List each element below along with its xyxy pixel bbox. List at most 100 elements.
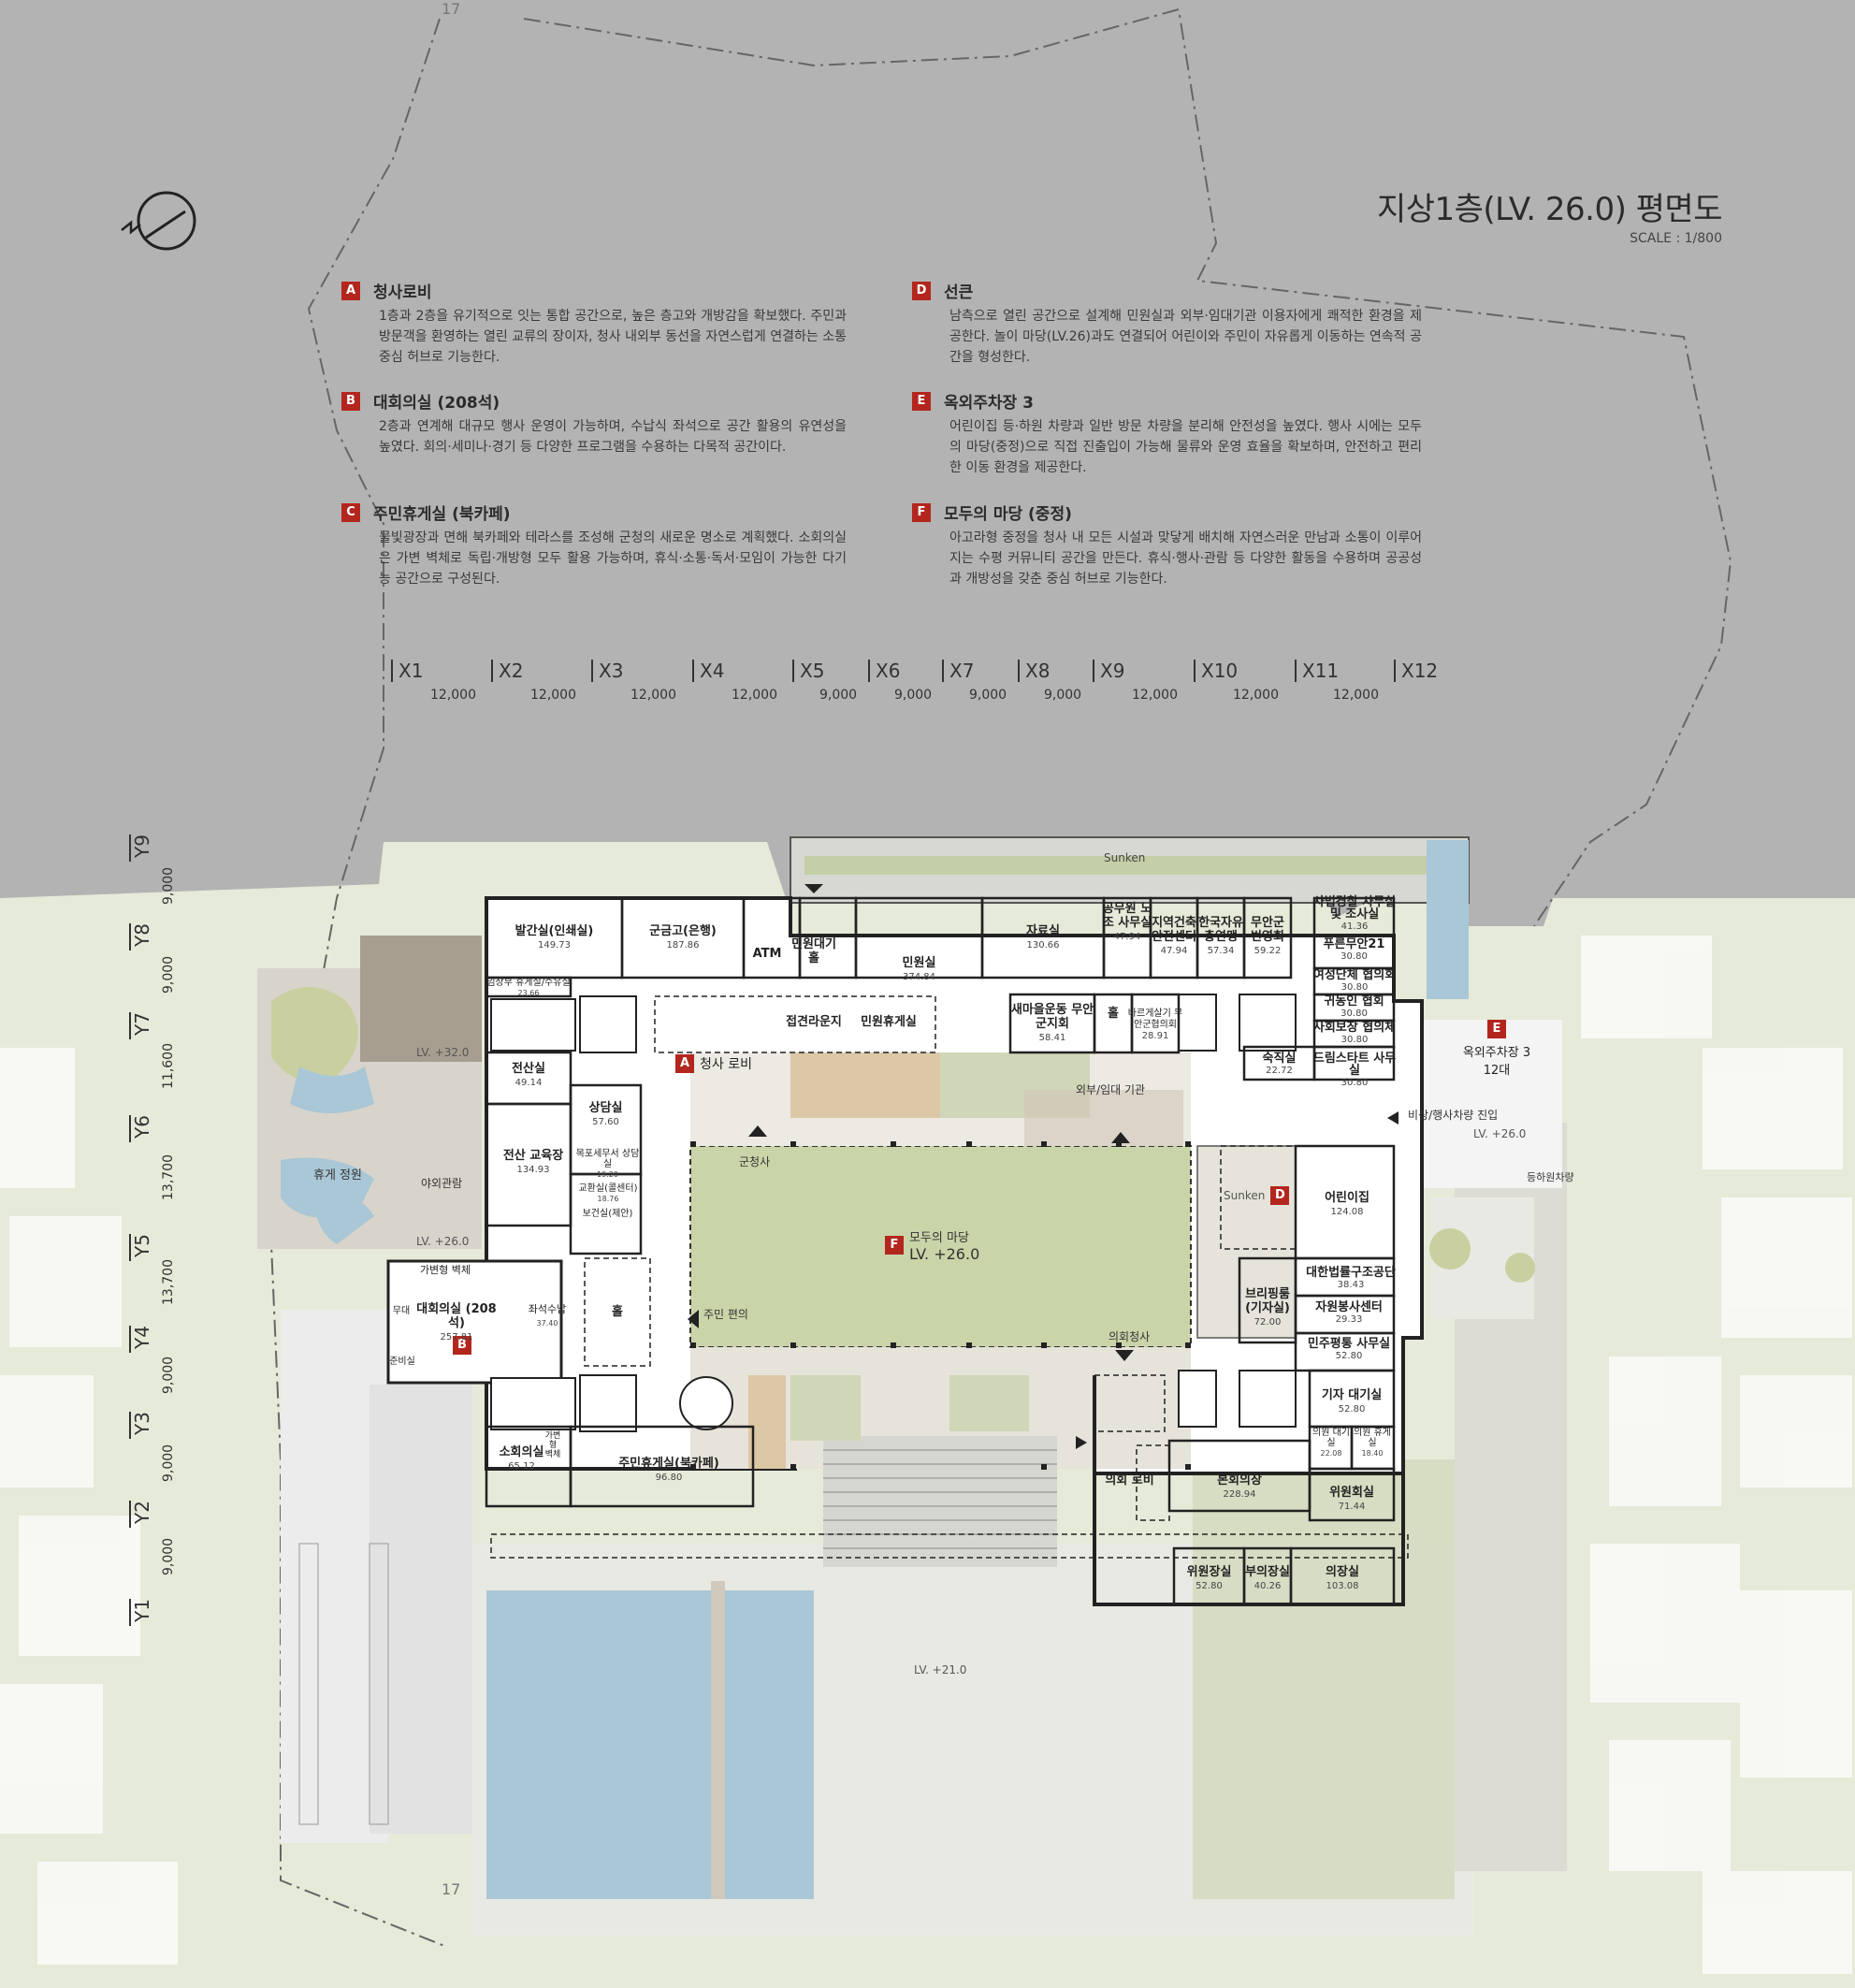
room-briefing: 브리핑룸 (기자실)72.00: [1239, 1287, 1296, 1329]
room-jeonsan-name: 전산실: [512, 1062, 545, 1076]
grid-x-span: 12,000: [732, 688, 777, 703]
room-minwon-wait-name: 민원대기 홀: [791, 937, 836, 965]
grid-x-label: X7: [942, 660, 974, 682]
grid-y-span: 9,000: [161, 1538, 198, 1590]
spiral-stair: [679, 1376, 733, 1430]
room-minwon-rest-name: 민원휴게실: [861, 1015, 917, 1029]
room-bonhoe-name: 본회의장: [1217, 1473, 1262, 1487]
room-buuijang-name: 부의장실: [1245, 1565, 1290, 1579]
marker-a: A 청사 로비: [675, 1054, 752, 1073]
desc-title-d: 선큰: [944, 283, 974, 302]
label-gabyeon2: 가변형 벽체: [544, 1431, 561, 1459]
drawing-scale: SCALE : 1/800: [1630, 231, 1722, 246]
room-jiyeok-name: 지역건축 안전센터: [1152, 916, 1196, 944]
grid-x-span: 12,000: [530, 688, 576, 703]
desc-title-e: 옥외주차장 3: [944, 394, 1034, 413]
marker-e-title: 옥외주차장 3: [1462, 1046, 1531, 1060]
parking-lot-west-b: [370, 1385, 472, 1834]
room-balgan: 발간실(인쇄실)149.73: [486, 924, 622, 952]
grid-y-label: Y7: [129, 1012, 153, 1039]
room-bareun-name: 바르게살기 무안군협의회: [1127, 1009, 1183, 1030]
room-atm: ATM: [744, 947, 790, 961]
grid-y-span: 9,000: [161, 1357, 198, 1409]
room-sahoe-name: 사회보장 협의체: [1312, 1021, 1397, 1035]
room-atm-name: ATM: [752, 947, 782, 961]
label-gabyeon-name: 가변형 벽체: [419, 1264, 471, 1276]
marker-d-sunken: Sunken: [1224, 1189, 1266, 1202]
grid-x-span: 9,000: [819, 688, 858, 703]
room-saemaeul-area: 58.41: [1038, 1033, 1066, 1043]
grid-y-span-label: 9,000: [161, 1537, 176, 1575]
marker-a-label: 청사 로비: [700, 1057, 752, 1072]
grid-x-label: X8: [1018, 660, 1050, 682]
room-minwon-name: 민원실: [902, 956, 936, 970]
room-uijang-name: 의장실: [1326, 1565, 1359, 1579]
grand-stair: [823, 1436, 1057, 1567]
room-daehan-area: 38.43: [1337, 1280, 1365, 1290]
marker-e: E 옥외주차장 3 12대: [1431, 1018, 1562, 1078]
courtyard-edge: [689, 1145, 1192, 1348]
room-dream-name: 드림스타트 사무실: [1312, 1052, 1397, 1078]
grid-y-label: Y2: [129, 1501, 153, 1528]
label-emergency: 비상/행사차량 진입: [1408, 1109, 1499, 1122]
desc-title-b: 대회의실 (208석): [373, 394, 500, 413]
grid-y-label: Y8: [129, 923, 153, 950]
grid-x-span: 12,000: [1233, 688, 1279, 703]
grand-stair-treads: [823, 1449, 1057, 1549]
east-room-walls: [1167, 1144, 1396, 1606]
grid-y-span: 9,000: [161, 867, 198, 920]
grid-y-8: Y8: [129, 923, 156, 975]
auditorium-wing: [386, 1259, 563, 1385]
north-room-walls: [485, 896, 1396, 1081]
grid-x-label: X12: [1394, 660, 1438, 682]
structural-columns: [690, 1141, 1191, 1470]
room-uiwon-wait-area: 22.08: [1320, 1449, 1342, 1458]
grid-y-label: Y1: [129, 1599, 153, 1626]
room-gyohwan-area: 18.76: [597, 1195, 619, 1203]
grid-y-2: Y2: [129, 1501, 156, 1552]
grid-y-span-label: 9,000: [161, 1444, 176, 1482]
bookcafe-terrace: [748, 1375, 786, 1469]
marker-f-badge: F: [885, 1236, 904, 1255]
marker-f-title: 모두의 마당: [909, 1231, 969, 1245]
room-gija-name: 기자 대기실: [1321, 1388, 1383, 1402]
label-gabyeon2-name: 가변형 벽체: [544, 1431, 561, 1459]
room-yeoseong-area: 30.80: [1341, 982, 1369, 993]
room-bookcafe-area: 96.80: [655, 1473, 683, 1483]
grid-y-span: 11,600: [161, 1043, 207, 1104]
room-wiwonjang-name: 위원장실: [1186, 1565, 1232, 1579]
room-briefing-name: 브리핑룸 (기자실): [1245, 1287, 1290, 1315]
room-uijang-area: 103.08: [1326, 1581, 1359, 1591]
badge-a: A: [341, 281, 360, 300]
room-jwaseok-area: 37.40: [536, 1319, 558, 1328]
room-daehoe-area: 257.81: [440, 1332, 473, 1342]
south-planting-e: [949, 1375, 1029, 1431]
grid-y-span: 13,700: [161, 1154, 207, 1215]
room-gyohwan-name: 교환실(콜센터): [578, 1183, 638, 1194]
room-gungeumgo-area: 187.86: [666, 940, 700, 950]
courtyard-f: [690, 1146, 1191, 1347]
room-muan-byeon-name: 무안군 번영회: [1251, 916, 1284, 944]
desc-body-f: 아고라형 중정을 청사 내 모든 시설과 맞닿게 배치해 자연스러운 만남과 소…: [949, 530, 1422, 587]
room-hall-n: 홀: [1094, 1007, 1132, 1021]
badge-e: E: [912, 391, 931, 411]
room-bookcafe: 주민휴게실(북카페)96.80: [599, 1457, 739, 1485]
